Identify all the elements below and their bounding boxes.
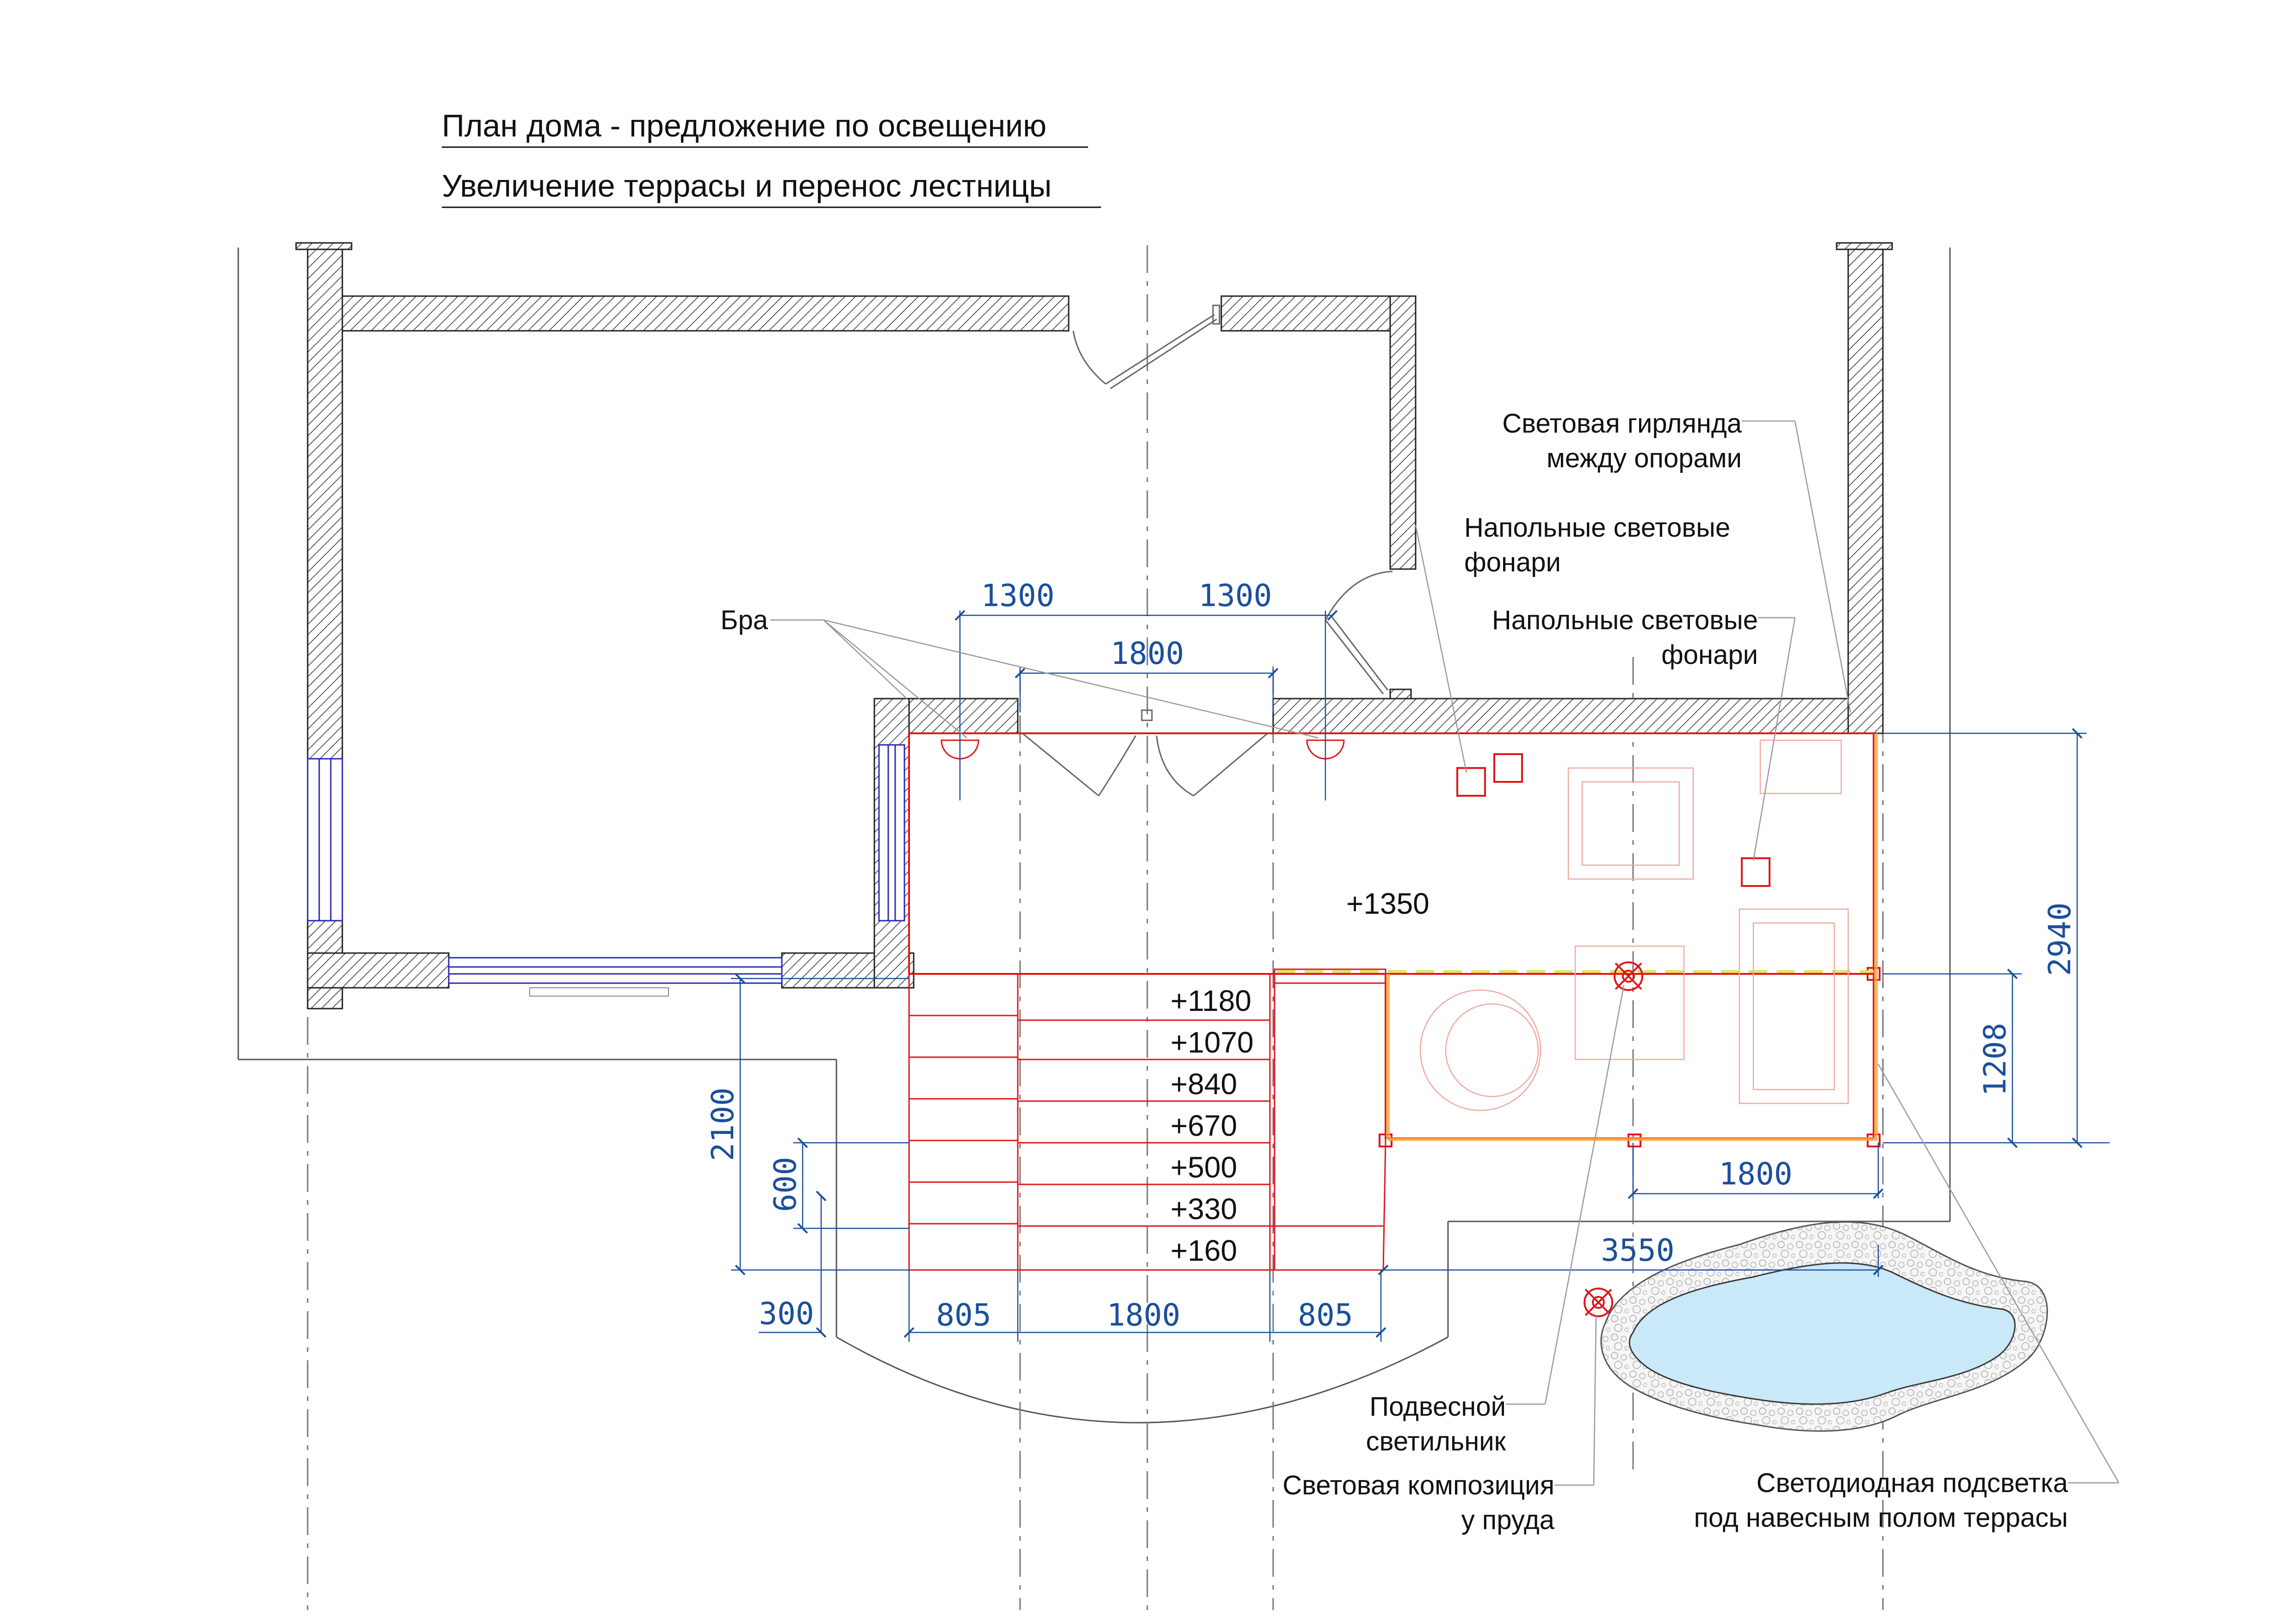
label-pendant-2: светильник: [1366, 1426, 1506, 1456]
door-terrace-left: [1022, 732, 1099, 797]
floor-lamp-2-icon: [1493, 753, 1523, 783]
label-floor-lamps-b-2: фонари: [1661, 640, 1758, 670]
floor-lamp-1-icon: [1456, 767, 1486, 797]
level-step-1: +1180: [1170, 984, 1251, 1017]
windows: [307, 744, 905, 997]
sconces: [941, 739, 1345, 760]
side-table: [1759, 739, 1842, 794]
dim-door-width: 1800: [1111, 636, 1184, 671]
pond-light-icon: [1584, 1288, 1613, 1317]
window-left-wall: [307, 758, 343, 922]
title-line-2: Увеличение террасы и перенос лестницы: [442, 168, 1052, 204]
label-led-2: под навесным полом террасы: [1694, 1503, 2068, 1533]
wall-inner-vertical: [1389, 295, 1417, 570]
window-bay-wall: [878, 744, 905, 922]
pendant-light-icon: [1614, 961, 1643, 991]
dim-lower-width: 1800: [1719, 1156, 1793, 1192]
wall-left-cap: [295, 242, 353, 250]
label-pond-comp-1: Световая композиция: [1282, 1470, 1554, 1500]
sofa: [1739, 908, 1849, 1104]
label-garland-1: Световая гирлянда: [1502, 409, 1742, 439]
level-terrace: +1350: [1346, 887, 1430, 920]
label-bra: Бра: [720, 605, 768, 635]
label-pond-comp-2: у пруда: [1461, 1505, 1555, 1535]
site-boundary: [237, 248, 1951, 1424]
dimensions: [731, 610, 2110, 1342]
dim-sconce-left: 1300: [981, 578, 1055, 613]
sconce-right-icon: [1306, 739, 1345, 760]
window-bottom-wall: [448, 957, 783, 984]
label-pendant-1: Подвесной: [1369, 1392, 1506, 1422]
level-step-5: +500: [1170, 1151, 1237, 1184]
sconce-left-icon: [941, 739, 979, 760]
callouts: Бра Световая гирлянда между опорами Напо…: [720, 409, 2068, 1535]
floor-lamp-3-icon: [1741, 857, 1770, 887]
label-floor-lamps-a-1: Напольные световые: [1464, 513, 1730, 543]
dim-stair-mid: 1800: [1107, 1297, 1181, 1333]
dim-pond-offset: 3550: [1601, 1233, 1675, 1268]
level-step-7: +160: [1170, 1234, 1237, 1267]
round-table: [1419, 989, 1541, 1111]
lower-platform: [1385, 973, 1875, 1139]
wall-mid: [1272, 698, 1855, 734]
wall-stub: [1389, 688, 1412, 700]
dim-left-300: 300: [759, 1296, 814, 1332]
label-floor-lamps-a-2: фонари: [1464, 547, 1561, 577]
level-step-3: +840: [1170, 1067, 1237, 1101]
wall-top-right: [1220, 295, 1414, 332]
wall-right-cap: [1836, 242, 1893, 250]
level-step-2: +1070: [1170, 1026, 1254, 1059]
label-garland-2: между опорами: [1547, 443, 1742, 473]
led-strip: [1386, 733, 1878, 1141]
dim-lower-height: 1208: [1977, 1023, 2013, 1096]
door-terrace-right: [1193, 732, 1268, 797]
dimension-labels: 1300 1300 1800 805 1800 805 1800 3550 29…: [705, 578, 2078, 1333]
wall-top-left: [341, 295, 1070, 332]
wall-bottom-left: [307, 952, 450, 989]
title-line-1: План дома - предложение по освещению: [442, 108, 1046, 143]
label-led-1: Светодиодная подсветка: [1757, 1468, 2068, 1498]
terrace-outline: [908, 732, 1875, 975]
armchair: [1567, 767, 1694, 880]
level-step-6: +330: [1170, 1192, 1237, 1226]
label-floor-lamps-b-1: Напольные световые: [1492, 605, 1758, 635]
door-side-swing: [1324, 570, 1393, 620]
leader-lines: [770, 420, 2120, 1486]
dim-stair-left: 805: [936, 1297, 991, 1333]
dim-left-600: 600: [767, 1157, 803, 1212]
level-step-4: +670: [1170, 1109, 1237, 1142]
door-top-swing: [1072, 330, 1106, 385]
floor-lamps: [1456, 753, 1770, 887]
furniture: [1419, 739, 1849, 1111]
dim-stair-right: 805: [1298, 1297, 1353, 1333]
dim-sconce-right: 1300: [1199, 578, 1272, 613]
doors: [1022, 304, 1393, 797]
wall-right: [1847, 247, 1884, 734]
dim-left-height: 2100: [705, 1088, 741, 1161]
stairs: [908, 968, 1386, 1271]
title-block: План дома - предложение по освещению Уве…: [442, 108, 1101, 208]
coffee-table: [1574, 945, 1685, 1060]
level-labels: +1350 +1180 +1070 +840 +670 +500 +330 +1…: [1170, 887, 1430, 1267]
dim-terrace-height: 2940: [2042, 903, 2078, 976]
